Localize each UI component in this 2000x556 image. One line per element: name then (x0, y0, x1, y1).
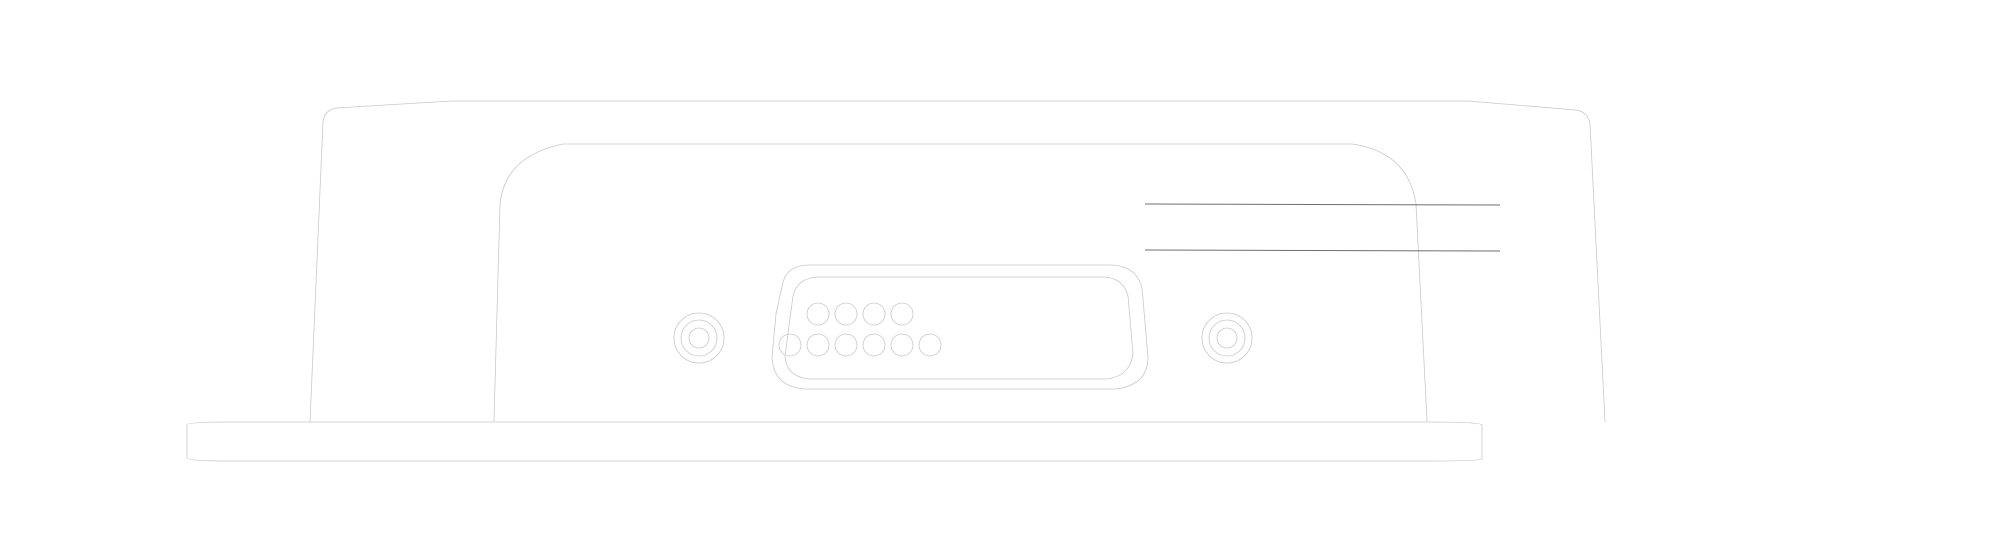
connector-pin-bottom-1 (778, 333, 802, 357)
left-led-indicator (673, 312, 725, 364)
right-led-indicator (1201, 312, 1253, 364)
connector-shell-outer (771, 264, 1149, 390)
baseplate-outline (186, 421, 1483, 462)
connector-pin-bottom-3 (834, 333, 858, 357)
connector-pin-top-3 (862, 302, 886, 326)
connector-pin-top-4 (890, 302, 914, 326)
connector-pin-bottom-2 (806, 333, 830, 357)
serial-connector (771, 264, 1149, 390)
connector-pin-bottom-4 (862, 333, 886, 357)
front-panel-outline (493, 143, 1428, 422)
connector-pin-top-1 (806, 302, 830, 326)
connector-pin-bottom-5 (890, 333, 914, 357)
housing-outline (309, 100, 1606, 423)
callout-line-1 (1144, 203, 1501, 206)
connector-pins (778, 302, 942, 357)
connector-pin-top-2 (834, 302, 858, 326)
connector-shell-inner (784, 276, 1134, 380)
connector-pin-bottom-6 (918, 333, 942, 357)
callout-line-2 (1144, 249, 1501, 252)
